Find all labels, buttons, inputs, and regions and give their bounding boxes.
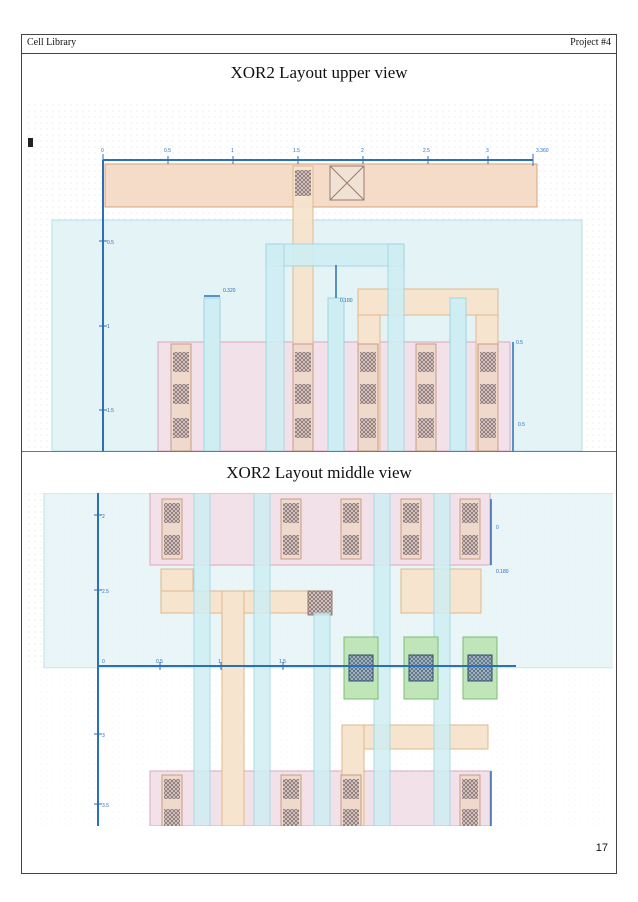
contact-cross bbox=[329, 165, 365, 201]
ruler-label: 0 bbox=[102, 659, 105, 665]
power-rail bbox=[104, 163, 538, 208]
cursor-marker bbox=[28, 138, 33, 147]
poly-contact bbox=[307, 590, 333, 616]
via-contacts bbox=[343, 636, 498, 700]
measurement-label: 0.5 bbox=[516, 340, 523, 346]
ruler-label: 1 bbox=[231, 148, 234, 154]
vertical-label: 3.5 bbox=[102, 803, 109, 809]
middle-view-title: XOR2 Layout middle view bbox=[226, 463, 412, 482]
ruler-label: 0 bbox=[101, 148, 104, 154]
metal-strip bbox=[203, 297, 221, 451]
vertical-label: 2 bbox=[102, 514, 105, 520]
metal-strip bbox=[327, 297, 345, 451]
vertical-label: 2.5 bbox=[102, 589, 109, 595]
diffusion-contacts bbox=[161, 774, 481, 826]
measurement-label: 0.320 bbox=[223, 288, 236, 294]
header-left: Cell Library bbox=[27, 37, 77, 48]
metal-strip bbox=[253, 493, 271, 826]
ruler-label: 0.5 bbox=[164, 148, 171, 154]
ruler-label: 2.5 bbox=[423, 148, 430, 154]
section-divider bbox=[22, 451, 616, 452]
vertical-label: 1.5 bbox=[107, 408, 114, 414]
page-number: 17 bbox=[595, 842, 608, 854]
ruler-label: 1 bbox=[218, 659, 221, 665]
upper-view-title: XOR2 Layout upper view bbox=[230, 63, 408, 82]
page-border bbox=[21, 34, 617, 874]
metal-strip bbox=[265, 243, 405, 267]
upper-layout-view: 0 0.5 1 1.5 2 2.5 3 3.360 0.5 1 1.5 0.32… bbox=[28, 104, 613, 451]
middle-layout-view: 0 0.5 1 1.5 2 2.5 3 3.5 0 0.180 bbox=[28, 493, 613, 826]
ruler-label: 3.360 bbox=[536, 148, 549, 154]
diffusion-contacts bbox=[161, 498, 481, 560]
ruler-vertical bbox=[99, 160, 514, 451]
ruler-label: 2 bbox=[361, 148, 364, 154]
metal-strip bbox=[265, 243, 285, 451]
measurement-label: 0.5 bbox=[518, 422, 525, 428]
metal-strip bbox=[193, 493, 211, 826]
ruler-lines bbox=[94, 493, 516, 826]
measurement-label: 0.180 bbox=[496, 569, 509, 575]
measurement-label: 0 bbox=[496, 525, 499, 531]
vertical-label: 1 bbox=[107, 324, 110, 330]
metal-strip bbox=[387, 243, 405, 451]
vertical-label: 0.5 bbox=[107, 240, 114, 246]
ruler-label: 3 bbox=[486, 148, 489, 154]
ruler-label: 0.5 bbox=[156, 659, 163, 665]
vertical-label: 3 bbox=[102, 733, 105, 739]
poly-gate bbox=[221, 590, 245, 826]
header-rule bbox=[22, 53, 616, 54]
header-right: Project #4 bbox=[570, 37, 611, 48]
poly-bridge bbox=[160, 590, 332, 614]
ruler-label: 1.5 bbox=[279, 659, 286, 665]
poly-bridge bbox=[357, 288, 499, 316]
ruler-label: 1.5 bbox=[293, 148, 300, 154]
diffusion-contacts bbox=[170, 170, 499, 451]
metal-strip bbox=[449, 297, 467, 451]
measurement-label: 0.180 bbox=[340, 298, 353, 304]
metal-strip bbox=[313, 612, 331, 826]
